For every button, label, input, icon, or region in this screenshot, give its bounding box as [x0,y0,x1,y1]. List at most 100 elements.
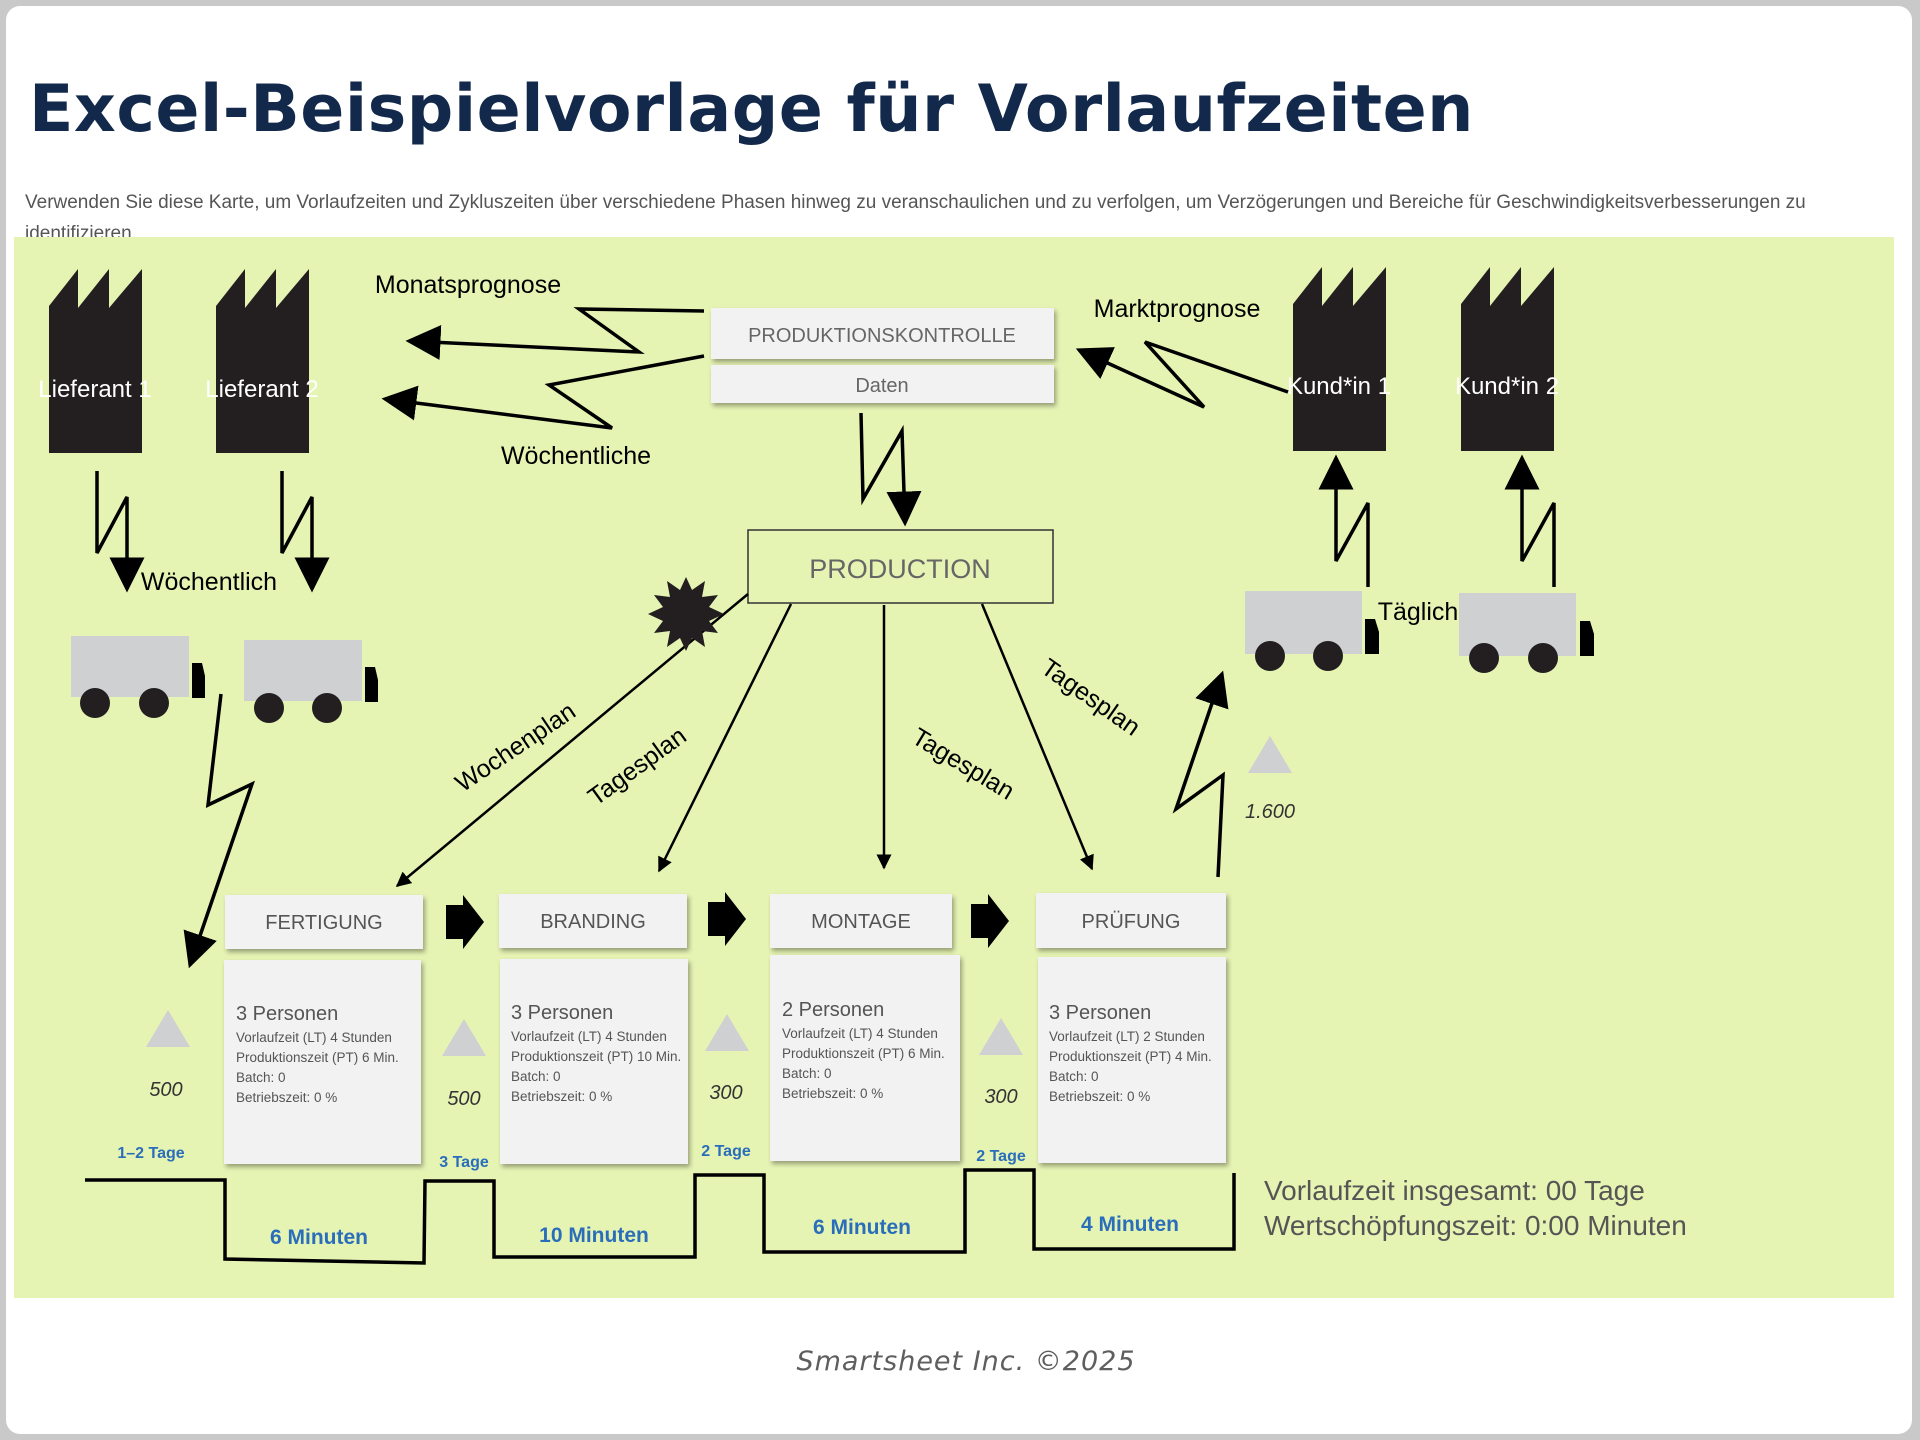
inventory-triangle-icon [979,1018,1023,1055]
outbound-shipping-arrow [1172,670,1229,878]
process-production-time: Produktionszeit (PT) 6 Min. [782,1046,945,1061]
process-header [499,894,687,948]
process-uptime: Betriebszeit: 0 % [782,1086,883,1101]
day-plan-label-2: Tagesplan [907,723,1019,806]
process-batch: Batch: 0 [236,1070,286,1085]
customer-2-delivery-arrow [1504,454,1556,587]
value-stream-map: Lieferant 1 Lieferant 2 Kund*in 1 Kund*i… [14,237,1894,1298]
process-batch: Batch: 0 [782,1066,832,1081]
supplier-factory-2: Lieferant 2 [205,269,319,453]
inventory-triangle-icon [146,1010,190,1047]
week-plan-label: Wochenplan [450,697,581,798]
market-forecast-arrow [1075,340,1289,409]
truck-icon [244,640,362,701]
market-forecast-label: Marktprognose [1094,295,1261,323]
production-rect [747,529,1054,604]
wait-time-2: 3 Tage [439,1154,489,1171]
production-control: PRODUKTIONSKONTROLLE Daten [711,308,1054,403]
factory-icon [216,269,309,453]
customer-1-delivery-arrow [1318,454,1370,587]
inbound-shipping-arrow [183,693,256,969]
process-lead-time: Vorlaufzeit (LT) 4 Stunden [511,1029,667,1044]
weekly-shipping-label: Wöchentlich [141,568,277,596]
process-lead-time: Vorlaufzeit (LT) 4 Stunden [782,1026,938,1041]
wait-time-1: 1–2 Tage [117,1145,184,1162]
process-people: 3 Personen [236,1003,338,1025]
lead-time-ladder [85,1168,1236,1265]
production-box: PRODUCTION [747,529,1054,604]
process-1: FERTIGUNG 3 Personen Vorlaufzeit (LT) 4 … [224,895,423,1164]
footer-copyright: Smartsheet Inc. ©2025 [796,1346,1136,1377]
process-production-time: Produktionszeit (PT) 10 Min. [511,1049,681,1064]
process-production-time: Produktionszeit (PT) 6 Min. [236,1050,399,1065]
process-data-box [500,959,688,1164]
factory-icon [1461,267,1554,451]
supplier-2-shipping-arrow [280,471,330,593]
push-arrow-1 [446,895,484,949]
kaizen-burst-icon [648,577,724,651]
process-batch: Batch: 0 [511,1069,561,1084]
supplier-1-shipping-arrow [95,471,145,593]
production-control-title: PRODUKTIONSKONTROLLE [748,325,1016,347]
inventory-count-3: 300 [709,1082,742,1104]
process-name: FERTIGUNG [265,912,382,934]
value-time-3: 6 Minuten [813,1216,911,1239]
value-time-4: 4 Minuten [1081,1213,1179,1236]
process-people: 3 Personen [1049,1002,1151,1024]
process-batch: Batch: 0 [1049,1069,1099,1084]
inventory-count-1: 500 [149,1079,182,1101]
customer-factory-2: Kund*in 2 [1455,267,1559,451]
inventory-count-2: 500 [447,1088,480,1110]
process-people: 2 Personen [782,999,884,1021]
production-control-header [711,308,1054,359]
process-data-box [224,960,421,1164]
process-production-time: Produktionszeit (PT) 4 Min. [1049,1049,1212,1064]
process-3: MONTAGE 2 Personen Vorlaufzeit (LT) 4 St… [770,894,960,1161]
daily-shipping-label: Täglich [1378,598,1459,626]
total-lead-time: Vorlaufzeit insgesamt: 00 Tage [1264,1175,1645,1206]
supplier-truck-2 [244,640,378,723]
production-control-data [711,365,1054,403]
process-uptime: Betriebszeit: 0 % [236,1090,337,1105]
push-arrow-3 [971,894,1009,948]
process-4: PRÜFUNG 3 Personen Vorlaufzeit (LT) 2 St… [1036,893,1226,1163]
wait-time-3: 2 Tage [701,1143,751,1160]
customer-truck-2 [1459,593,1594,673]
customer-factory-1: Kund*in 1 [1287,267,1391,451]
truck-icon [71,636,189,697]
total-value-time: Wertschöpfungszeit: 0:00 Minuten [1264,1210,1687,1241]
process-lead-time: Vorlaufzeit (LT) 4 Stunden [236,1030,392,1045]
day-plan-arrow-3 [980,603,1094,871]
process-name: BRANDING [540,911,646,933]
inventory-count-5: 1.600 [1245,801,1295,823]
customer-truck-1 [1245,591,1379,671]
day-plan-arrow-1 [657,603,793,873]
production-control-sub: Daten [855,375,908,397]
process-2: BRANDING 3 Personen Vorlaufzeit (LT) 4 S… [499,894,688,1164]
process-header [225,895,423,949]
process-header [770,894,952,948]
process-uptime: Betriebszeit: 0 % [511,1089,612,1104]
inventory-triangle-icon [1248,736,1292,773]
process-name: PRÜFUNG [1082,911,1181,933]
supplier-truck-1 [71,636,205,718]
inventory-count-4: 300 [984,1086,1017,1108]
value-time-2: 10 Minuten [539,1224,649,1247]
factory-icon [49,269,142,453]
inventory-triangle-icon [442,1019,486,1056]
supplier-2-label: Lieferant 2 [205,376,318,403]
value-time-1: 6 Minuten [270,1226,368,1249]
customer-2-label: Kund*in 2 [1455,373,1559,400]
day-plan-label-1: Tagesplan [583,722,692,812]
supplier-factory-1: Lieferant 1 [38,269,152,453]
page-title: Excel-Beispielvorlage für Vorlaufzeiten [29,72,1474,147]
supplier-1-label: Lieferant 1 [38,376,151,403]
weekly-forecast-arrow [381,354,705,430]
process-lead-time: Vorlaufzeit (LT) 2 Stunden [1049,1029,1205,1044]
weekly-forecast-label: Wöchentliche [501,442,651,470]
process-header [1036,893,1226,948]
control-to-production-arrow [859,412,922,527]
process-uptime: Betriebszeit: 0 % [1049,1089,1150,1104]
monthly-forecast-label: Monatsprognose [375,271,561,299]
day-plan-label-3: Tagesplan [1036,653,1145,741]
